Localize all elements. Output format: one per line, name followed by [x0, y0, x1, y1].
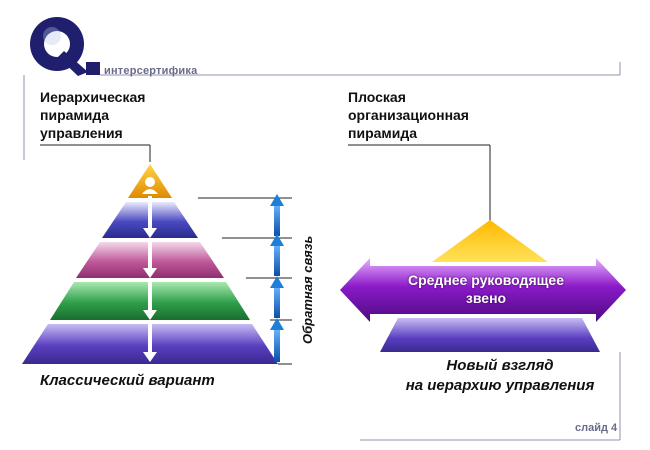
brand-name: интерсертифика: [104, 65, 198, 77]
hierarchy-pyramid: [22, 164, 278, 364]
left-caption: Классический вариант: [40, 372, 215, 389]
right-caption: Новый взгляд на иерархию управления: [405, 357, 595, 394]
middle-management-arrow: [340, 258, 626, 322]
flat-bottom: [380, 318, 600, 352]
flat-top: [432, 220, 548, 262]
feedback-arrows: [270, 194, 284, 362]
logo-q-icon: [30, 17, 100, 76]
middle-management-label: Среднее руководящее звено: [407, 272, 564, 306]
right-heading: Плоская организационная пирамида: [348, 89, 469, 141]
feedback-label: Обратная связь: [300, 235, 315, 344]
left-heading: Иерархическая пирамида управления: [40, 89, 146, 141]
flat-pyramid: [340, 220, 626, 352]
person-icon: [145, 177, 155, 187]
down-arrows: [143, 196, 157, 362]
slide-number: слайд 4: [575, 422, 618, 434]
